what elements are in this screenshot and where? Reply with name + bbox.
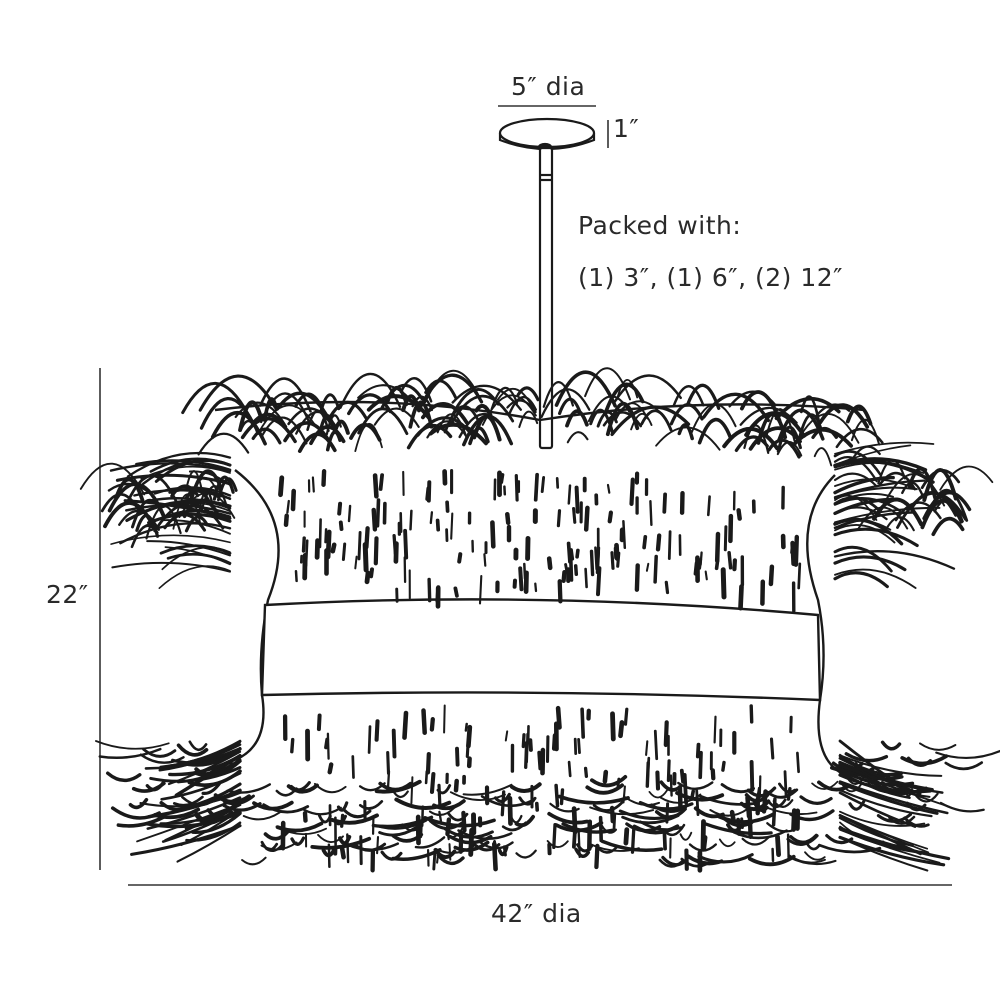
downrod <box>538 146 554 450</box>
shade-right-profile <box>806 474 846 777</box>
ceiling-canopy <box>498 117 596 152</box>
dimension-lines <box>99 105 952 886</box>
fringe-top <box>79 367 994 589</box>
center-band <box>260 598 822 702</box>
shade-left-profile <box>234 469 280 762</box>
fringe-bottom <box>95 739 1000 872</box>
canopy-diameter-label: 5″ dia <box>511 72 586 101</box>
canopy-height-label: 1″ <box>613 114 640 143</box>
packed-rods-label: (1) 3″, (1) 6″, (2) 12″ <box>578 263 844 292</box>
overall-height-label: 22″ <box>46 580 89 609</box>
overall-diameter-label: 42″ dia <box>491 899 582 928</box>
packed-with-label: Packed with: <box>578 211 742 240</box>
shade-outline <box>214 400 866 777</box>
fringe-texture <box>278 468 802 873</box>
